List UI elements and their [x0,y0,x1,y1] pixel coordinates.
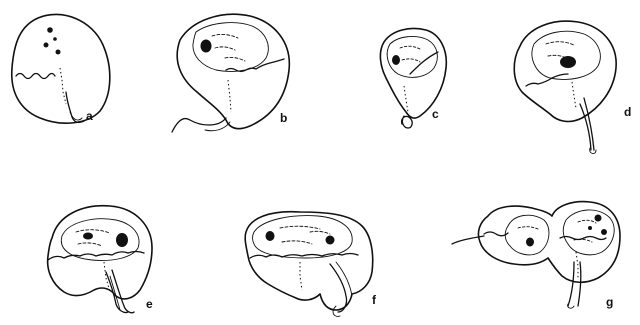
panel-a-nucleus [47,27,53,33]
panel-g-label: g [606,295,613,309]
panel-a-nucleus [56,50,61,55]
panel-e: e [48,206,153,313]
panel-d-label: d [624,105,631,119]
panel-g-nucleus [526,238,534,247]
panel-f-nucleus [326,236,335,245]
panel-c-nucleus [392,55,400,65]
panel-b-label: b [280,111,287,125]
panel-e-label: e [146,297,153,311]
panel-c: c [380,29,446,129]
panel-d-cell-outline [514,21,616,121]
panel-f: f [245,212,377,317]
panel-g: g [452,202,620,309]
panel-f-cell-outline [245,212,373,310]
panel-a-cell-outline [12,14,110,123]
panel-g-nucleus [601,229,607,235]
panel-b: b [172,14,289,132]
panel-e-nucleus [83,233,93,240]
panel-c-cell-outline [380,29,446,119]
panel-e-cell-outline [48,206,152,299]
panel-d-nucleus [560,56,576,68]
panel-a: a [12,14,110,123]
panel-c-label: c [432,107,439,121]
panel-a-nucleus [53,37,57,41]
panel-g-cell-outline [478,202,620,283]
panel-e-nucleus [116,233,128,247]
panel-d: d [514,21,631,153]
panel-a-label: a [86,109,93,123]
panel-g-nucleus [588,226,592,230]
panel-f-nucleus [266,231,275,241]
panel-c-tail [402,116,413,128]
panel-f-label: f [372,293,377,307]
panel-b-nucleus [201,40,212,53]
panel-a-nucleus [44,43,49,48]
panel-g-nucleus [595,215,602,222]
